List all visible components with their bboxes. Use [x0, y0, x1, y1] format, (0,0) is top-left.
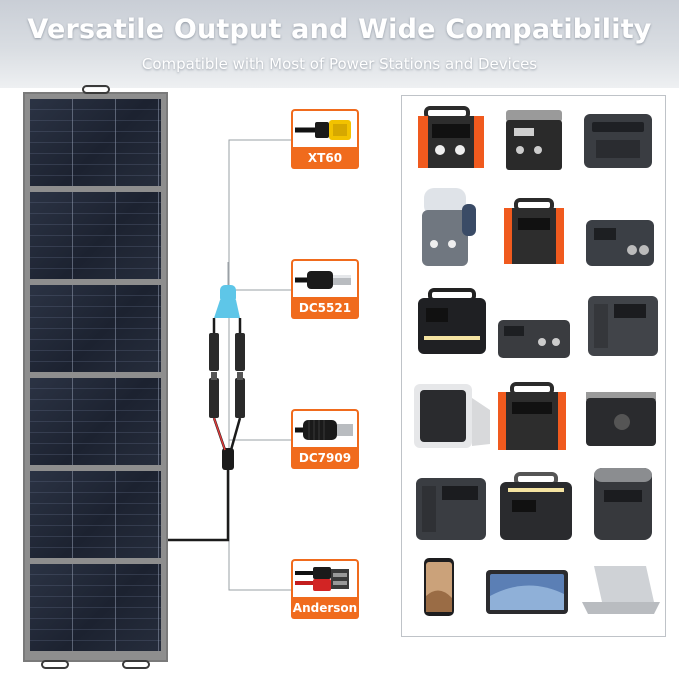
- connector-label: DC7909: [291, 447, 359, 469]
- smartphone-icon: [424, 558, 454, 616]
- blue-adapter-icon: [214, 262, 240, 318]
- panel-cable: [168, 470, 230, 542]
- orange-power-station-icon: [418, 106, 484, 168]
- connector-card-xt60: XT60: [291, 109, 359, 172]
- wide-power-station-icon: [500, 472, 572, 540]
- solar-panel: [23, 85, 168, 669]
- tablet-icon: [486, 570, 568, 614]
- black-large-power-station-icon: [586, 392, 656, 446]
- solar-module: [30, 192, 161, 279]
- page-subtitle: Compatible with Most of Power Stations a…: [141, 55, 538, 73]
- page-title: Versatile Output and Wide Compatibility: [27, 14, 652, 45]
- laptop-icon: [582, 566, 660, 614]
- top-handle-icon: [82, 85, 110, 94]
- dc7909-connector-icon: [295, 420, 353, 440]
- dc5521-connector-icon: [295, 271, 351, 289]
- compact-power-station-icon: [586, 220, 654, 266]
- anderson-connector-icon: [295, 567, 349, 591]
- xt60-connector-icon: [295, 120, 351, 140]
- grey-black-power-station-icon: [416, 478, 486, 540]
- solar-module: [30, 285, 161, 372]
- orange-large-power-station-icon: [498, 382, 566, 450]
- connector-label: XT60: [291, 147, 359, 169]
- lantern-power-station-icon: [422, 188, 476, 266]
- solar-module: [30, 99, 161, 186]
- bottom-left-handle-icon: [41, 660, 69, 669]
- black-power-station-icon: [418, 288, 486, 354]
- connector-label: DC5521: [291, 297, 359, 319]
- dark-grey-power-station-icon: [588, 296, 658, 356]
- header-banner: Versatile Output and Wide Compatibility …: [0, 0, 679, 88]
- connector-card-anderson: Anderson: [291, 559, 359, 622]
- tall-power-station-icon: [594, 468, 652, 540]
- solar-module: [30, 564, 161, 651]
- leader-lines: [228, 139, 291, 591]
- orange-compact-power-station-icon: [504, 198, 564, 264]
- bottom-right-handle-icon: [122, 660, 150, 669]
- connector-label: Anderson: [291, 597, 359, 619]
- connector-card-dc5521: DC5521: [291, 259, 359, 322]
- grey-power-station-icon: [506, 110, 562, 170]
- y-splitter-icon: [212, 417, 242, 470]
- compatible-devices-panel: [401, 95, 666, 637]
- mc4-connector-pair-lower-icon: [209, 372, 245, 418]
- connector-card-dc7909: DC7909: [291, 409, 359, 472]
- white-power-station-icon: [414, 384, 490, 448]
- mc4-connector-pair-upper-icon: [209, 318, 245, 371]
- solar-module: [30, 378, 161, 465]
- solar-module: [30, 471, 161, 558]
- flat-power-station-icon: [498, 320, 570, 358]
- dark-power-station-icon: [584, 114, 652, 168]
